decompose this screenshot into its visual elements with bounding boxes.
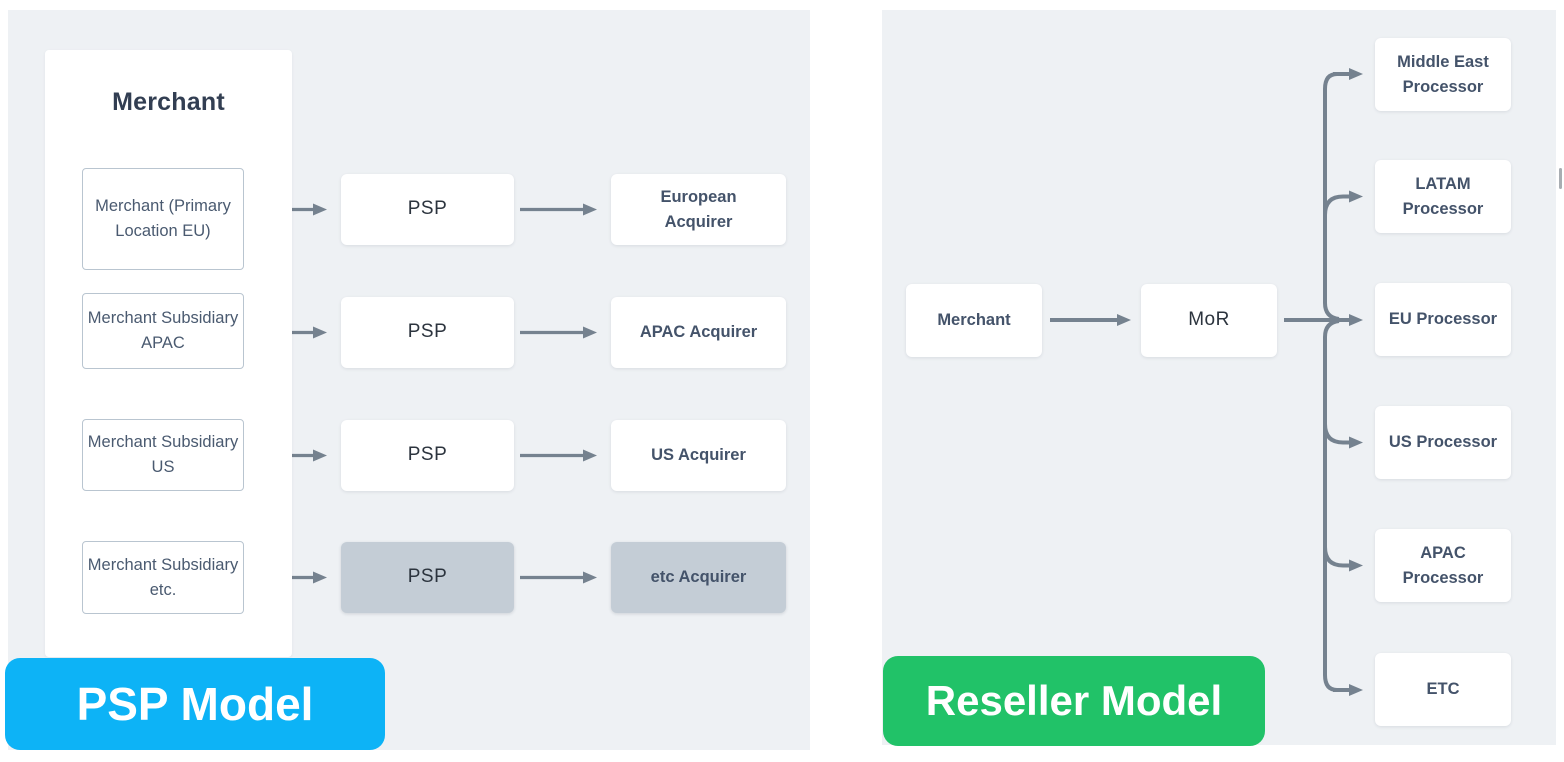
merchant-subsidiary-us-box: Merchant Subsidiary US bbox=[82, 419, 244, 491]
etc-processor-box: ETC bbox=[1375, 653, 1511, 726]
middle-east-processor-box: Middle East Processor bbox=[1375, 38, 1511, 111]
apac-processor-label: APAC Processor bbox=[1402, 543, 1484, 587]
us-acquirer-box: US Acquirer bbox=[611, 420, 786, 491]
merchant-subsidiary-apac-box: Merchant Subsidiary APAC bbox=[82, 293, 244, 369]
apac-processor-box: APAC Processor bbox=[1375, 529, 1511, 602]
psp-label-4: PSP bbox=[407, 566, 448, 588]
merchant-primary-eu-box: Merchant (Primary Location EU) bbox=[82, 168, 244, 270]
psp-box-4-highlighted: PSP bbox=[341, 542, 514, 613]
eu-processor-label: EU Processor bbox=[1388, 310, 1498, 329]
us-acquirer-label: US Acquirer bbox=[651, 446, 746, 465]
scrollbar-thumb[interactable] bbox=[1559, 168, 1562, 189]
psp-model-panel: Merchant Merchant (Primary Location EU) … bbox=[8, 10, 810, 750]
arrow-us-processor bbox=[1323, 423, 1363, 449]
merchant-subsidiary-etc-label: Merchant Subsidiary etc. bbox=[87, 555, 239, 599]
psp-box-3: PSP bbox=[341, 420, 514, 491]
merchant-primary-eu-label: Merchant (Primary Location EU) bbox=[95, 197, 231, 240]
psp-label-2: PSP bbox=[407, 321, 448, 343]
psp-label-3: PSP bbox=[407, 444, 448, 466]
psp-box-2: PSP bbox=[341, 297, 514, 368]
european-acquirer-box: European Acquirer bbox=[611, 174, 786, 245]
merchant-subsidiary-apac-label: Merchant Subsidiary APAC bbox=[87, 309, 239, 352]
merchant-subsidiary-etc-box: Merchant Subsidiary etc. bbox=[82, 541, 244, 614]
branch-trunk-lower bbox=[1323, 319, 1340, 692]
us-processor-label: US Processor bbox=[1388, 433, 1498, 452]
middle-east-processor-label: Middle East Processor bbox=[1397, 52, 1489, 96]
mor-label: MoR bbox=[1188, 309, 1230, 331]
merchant-subsidiary-us-label: Merchant Subsidiary US bbox=[87, 433, 239, 476]
apac-acquirer-label: APAC Acquirer bbox=[639, 323, 758, 342]
merchant-group-container: Merchant Merchant (Primary Location EU) … bbox=[45, 50, 292, 657]
reseller-model-panel: Merchant MoR Middle East Processor LATAM… bbox=[882, 10, 1556, 745]
arrow-latam-processor bbox=[1323, 190, 1363, 216]
etc-processor-label: ETC bbox=[1426, 680, 1460, 699]
etc-acquirer-box-highlighted: etc Acquirer bbox=[611, 542, 786, 613]
merchant-group-title: Merchant bbox=[112, 88, 225, 116]
apac-acquirer-box: APAC Acquirer bbox=[611, 297, 786, 368]
arrow-apac-processor bbox=[1323, 546, 1363, 572]
psp-model-badge: PSP Model bbox=[5, 658, 385, 750]
psp-model-badge-label: PSP Model bbox=[76, 678, 314, 730]
reseller-merchant-label: Merchant bbox=[937, 311, 1011, 330]
scrollbar-track bbox=[1556, 0, 1564, 762]
latam-processor-label: LATAM Processor bbox=[1402, 174, 1484, 218]
psp-box-1: PSP bbox=[341, 174, 514, 245]
reseller-arrows-layer bbox=[1050, 68, 1363, 696]
eu-processor-box: EU Processor bbox=[1375, 283, 1511, 356]
european-acquirer-label: European Acquirer bbox=[660, 187, 737, 231]
reseller-model-badge: Reseller Model bbox=[883, 656, 1265, 746]
branch-trunk-upper bbox=[1323, 72, 1340, 321]
reseller-model-badge-label: Reseller Model bbox=[925, 677, 1223, 724]
psp-label-1: PSP bbox=[407, 198, 448, 220]
latam-processor-box: LATAM Processor bbox=[1375, 160, 1511, 233]
reseller-merchant-box: Merchant bbox=[906, 284, 1042, 357]
etc-acquirer-label: etc Acquirer bbox=[650, 568, 747, 587]
mor-box: MoR bbox=[1141, 284, 1277, 357]
us-processor-box: US Processor bbox=[1375, 406, 1511, 479]
